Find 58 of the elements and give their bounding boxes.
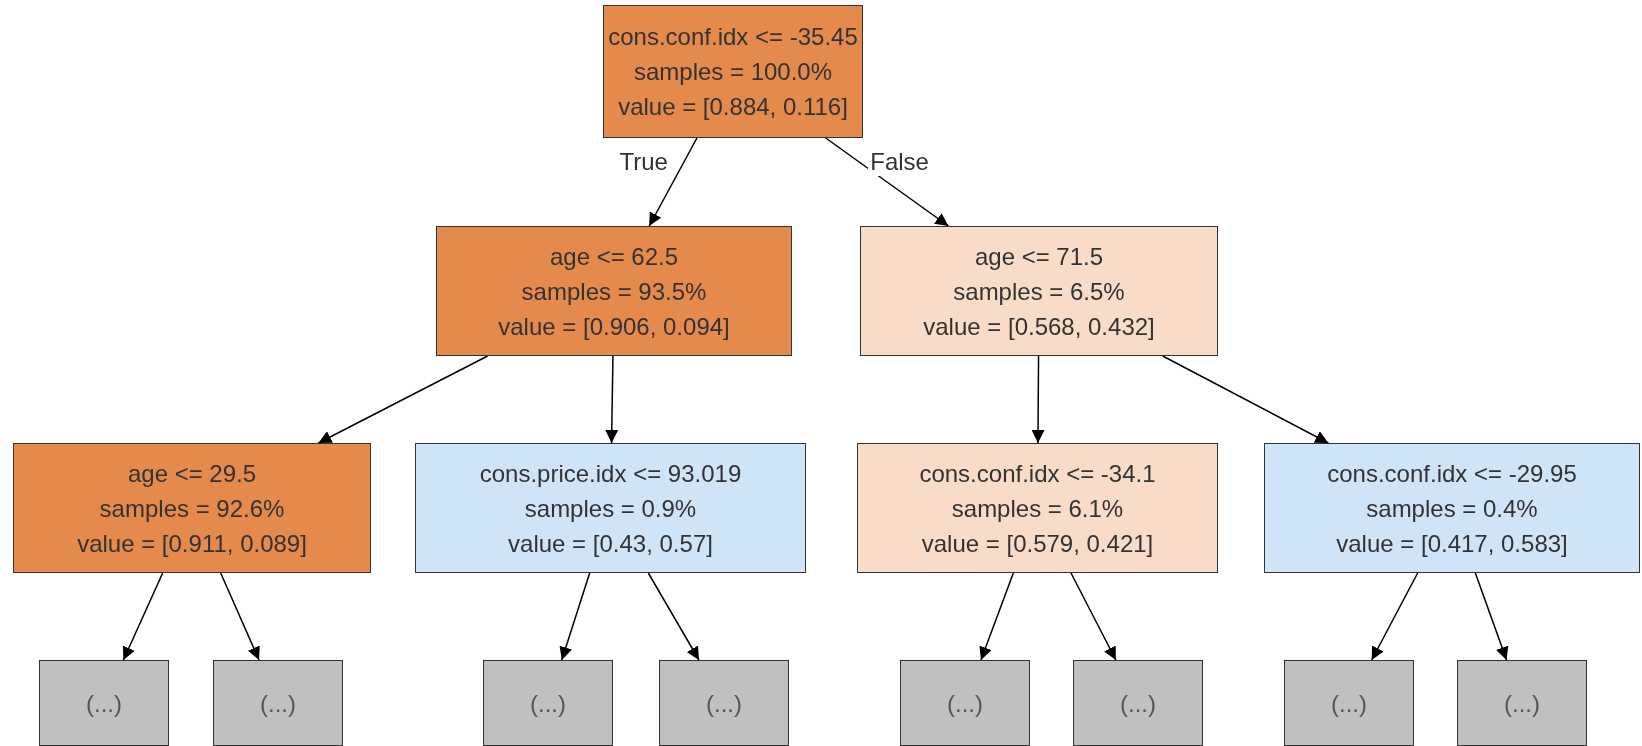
tree-node-box	[436, 226, 792, 356]
arrow	[1370, 572, 1419, 661]
node-text: (...)	[1504, 688, 1540, 719]
node-text: value = [0.911, 0.089]	[77, 528, 307, 559]
arrow	[1474, 572, 1509, 661]
node-text: cons.conf.idx <= -35.45	[608, 22, 858, 52]
node-text: value = [0.43, 0.57]	[508, 528, 713, 559]
node-text: (...)	[260, 688, 296, 719]
node-text: samples = 6.5%	[953, 276, 1125, 307]
collapsed-node-box	[1284, 660, 1414, 746]
node-text: value = [0.906, 0.094]	[498, 311, 730, 342]
tree-node-box	[415, 443, 806, 573]
collapsed-node-box	[39, 660, 169, 746]
collapsed-node-box	[900, 660, 1030, 746]
collapsed-node-box	[213, 660, 343, 746]
node-text: samples = 100.0%	[633, 57, 833, 87]
node-text: cons.price.idx <= 93.019	[479, 458, 742, 489]
collapsed-node-box	[1073, 660, 1203, 746]
arrow	[605, 355, 619, 444]
arrow	[317, 355, 489, 444]
arrow	[648, 137, 698, 227]
node-text: samples = 0.9%	[524, 493, 697, 524]
node-text: value = [0.884, 0.116]	[618, 92, 848, 122]
arrow	[1031, 355, 1045, 444]
tree-node-box	[1264, 443, 1640, 573]
tree-node-box	[603, 5, 863, 138]
node-text: value = [0.579, 0.421]	[921, 528, 1154, 559]
node-text: cons.conf.idx <= -29.95	[1327, 458, 1577, 489]
collapsed-node-box	[483, 660, 613, 746]
arrow	[824, 137, 950, 227]
node-text: age <= 71.5	[974, 241, 1104, 272]
arrow	[1161, 355, 1330, 444]
arrow	[122, 572, 164, 661]
tree-node-box	[860, 226, 1218, 356]
tree-node-box	[13, 443, 371, 573]
node-text: samples = 92.6%	[99, 493, 285, 524]
arrow	[979, 572, 1015, 661]
arrow	[219, 572, 260, 661]
node-text: cons.conf.idx <= -34.1	[919, 458, 1156, 489]
node-text: samples = 6.1%	[951, 493, 1124, 524]
tree-node-box	[857, 443, 1218, 573]
arrow	[1070, 572, 1117, 661]
collapsed-node-box	[1457, 660, 1587, 746]
arrow	[647, 572, 700, 661]
node-text: samples = 0.4%	[1366, 493, 1538, 524]
node-text: (...)	[1120, 688, 1156, 719]
node-text: age <= 62.5	[549, 241, 679, 272]
node-text: value = [0.417, 0.583]	[1336, 528, 1568, 559]
node-text: age <= 29.5	[127, 458, 257, 489]
node-text: (...)	[530, 688, 566, 719]
node-text: samples = 93.5%	[521, 276, 707, 307]
node-text: (...)	[1331, 688, 1367, 719]
node-text: (...)	[706, 688, 742, 719]
collapsed-node-box	[659, 660, 789, 746]
node-text: (...)	[947, 688, 983, 719]
node-text: value = [0.568, 0.432]	[923, 311, 1155, 342]
node-text: (...)	[86, 688, 122, 719]
arrow	[559, 572, 591, 661]
